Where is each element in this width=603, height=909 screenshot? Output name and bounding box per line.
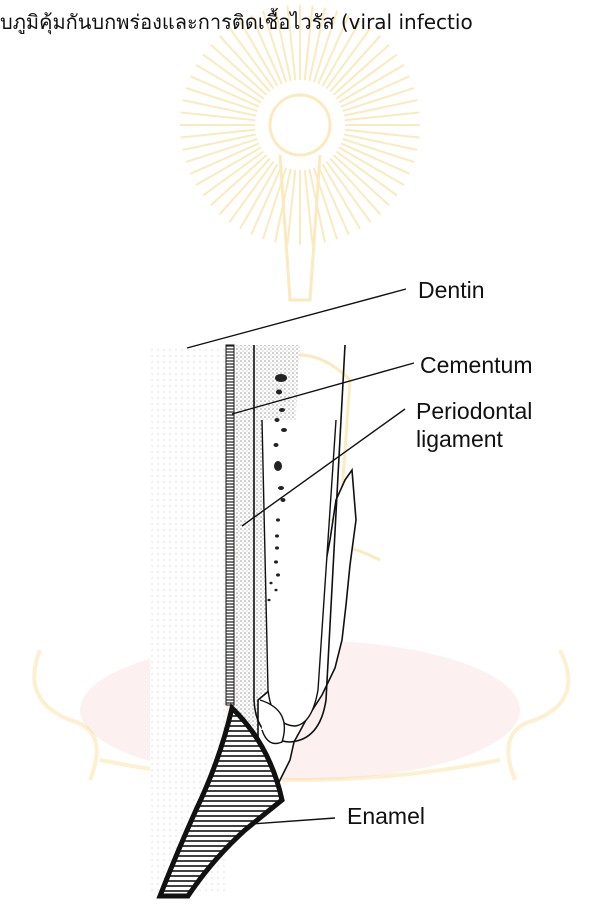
periodontal-ligament-label-line1: Periodontal — [416, 398, 532, 425]
cementum-label: Cementum — [420, 352, 532, 379]
dentin-leader-line — [187, 289, 406, 348]
enamel-label: Enamel — [347, 803, 425, 830]
dentin-label: Dentin — [418, 277, 484, 304]
periodontal-ligament-label-line2: ligament — [416, 426, 503, 453]
cementum-strip — [226, 345, 234, 705]
enamel-leader-line — [252, 818, 335, 824]
